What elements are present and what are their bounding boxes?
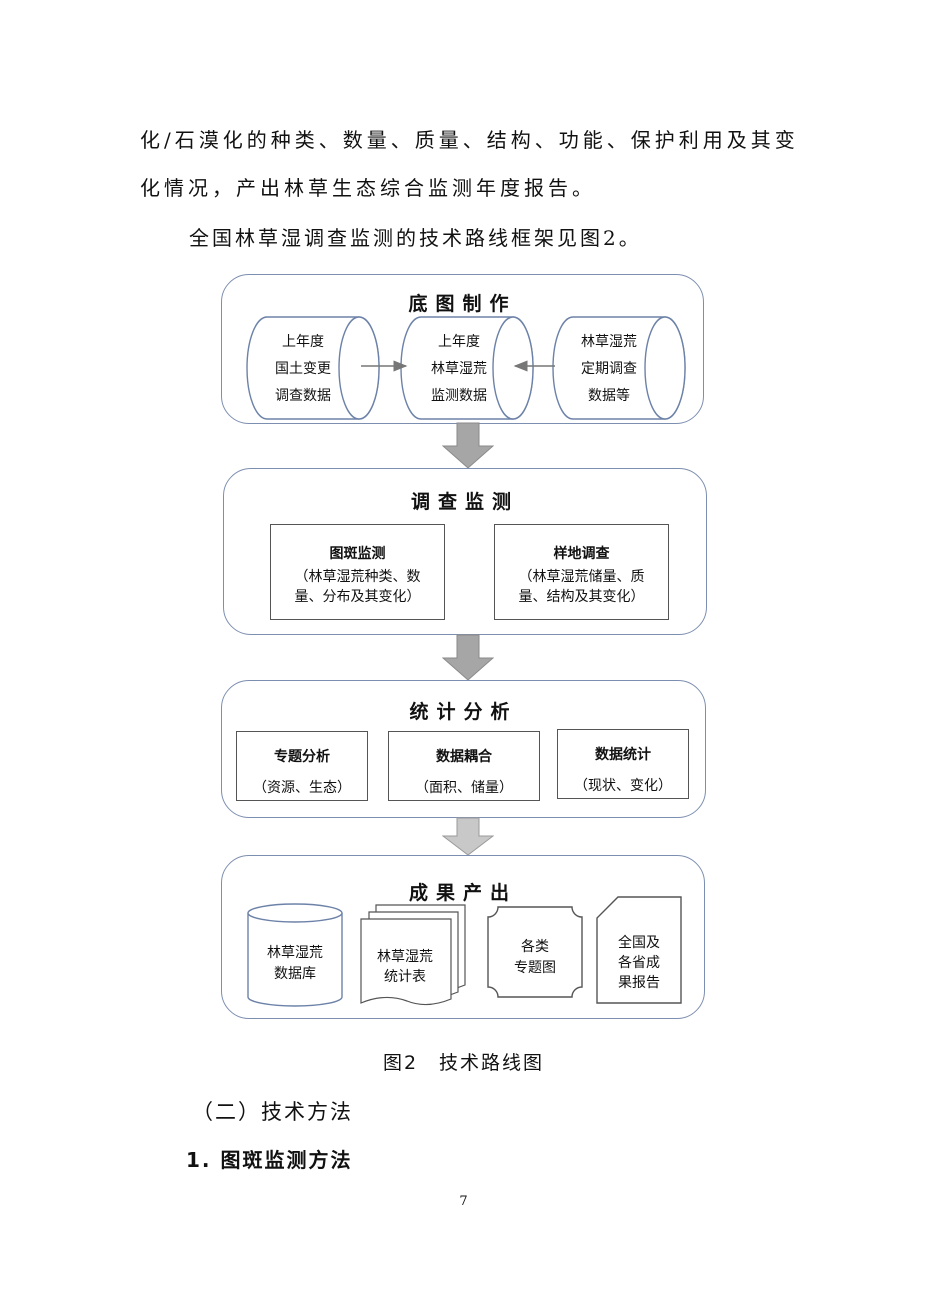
cyl1-line2: 国土变更 xyxy=(275,361,331,377)
cyl1-line1: 上年度 xyxy=(282,334,324,350)
paragraph-figure-reference: 全国林草湿调查监测的技术路线框架见图2。 xyxy=(189,226,642,250)
box-data-coupling: 数据耦合 （面积、储量） xyxy=(388,731,540,801)
box-data-coupling-title: 数据耦合 xyxy=(436,749,492,765)
box-data-statistics: 数据统计 （现状、变化） xyxy=(557,729,689,799)
output-report-line1: 全国及 xyxy=(618,934,660,951)
paragraph-line-1: 化/石漠化的种类、数量、质量、结构、功能、保护利用及其变 xyxy=(140,128,799,152)
down-arrow-icon-2 xyxy=(442,634,494,681)
stage-survey-monitoring: 调查监测 图斑监测 （林草湿荒种类、数 量、分布及其变化） 样地调查 （林草湿荒… xyxy=(223,468,707,635)
stage-statistical-analysis-title: 统计分析 xyxy=(409,701,518,723)
output-report-line2: 各省成 xyxy=(618,955,660,971)
cyl2-line1: 上年度 xyxy=(438,334,480,350)
cyl3-line1: 林草湿荒 xyxy=(581,334,637,350)
database-icon: 林草湿荒 数据库 xyxy=(247,903,343,1007)
box-data-statistics-sub: （现状、变化） xyxy=(574,778,672,794)
box-data-statistics-title: 数据统计 xyxy=(595,747,651,763)
output-report-line3: 果报告 xyxy=(618,975,660,991)
box-patch-monitoring: 图斑监测 （林草湿荒种类、数 量、分布及其变化） xyxy=(270,524,445,620)
cyl1-line3: 调查数据 xyxy=(275,388,331,404)
box-patch-monitoring-line1: （林草湿荒种类、数 xyxy=(294,569,421,585)
cylinder-land-survey-data: 上年度 国土变更 调查数据 xyxy=(246,316,380,420)
statistics-table-icon: 林草湿荒 统计表 xyxy=(360,904,466,1006)
down-arrow-icon-3 xyxy=(442,817,494,856)
section-heading: （二）技术方法 xyxy=(192,1100,353,1124)
paragraph-line-2: 化情况，产出林草生态综合监测年度报告。 xyxy=(140,176,596,200)
box-patch-monitoring-line2: 量、分布及其变化） xyxy=(294,589,421,605)
box-plot-survey: 样地调查 （林草湿荒储量、质 量、结构及其变化） xyxy=(494,524,669,620)
box-patch-monitoring-title: 图斑监测 xyxy=(329,546,386,562)
stage-base-map-cylinders: 上年度 国土变更 调查数据 上年度 林草湿荒 监测数据 林草湿荒 定期调查 数据… xyxy=(246,316,686,420)
stage-survey-monitoring-title: 调查监测 xyxy=(410,491,519,513)
output-statistics-line2: 统计表 xyxy=(384,969,426,985)
cyl2-line2: 林草湿荒 xyxy=(431,361,487,377)
report-icon: 全国及 各省成 果报告 xyxy=(596,896,682,1004)
cylinder-periodic-survey-data: 林草湿荒 定期调查 数据等 xyxy=(552,316,686,420)
box-plot-survey-line2: 量、结构及其变化） xyxy=(518,589,645,605)
box-thematic-analysis-title: 专题分析 xyxy=(274,749,330,765)
stage-statistical-analysis: 统计分析 专题分析 （资源、生态） 数据耦合 （面积、储量） 数据统计 （现状、… xyxy=(221,680,706,818)
cyl3-line2: 定期调查 xyxy=(581,361,637,377)
cyl3-line3: 数据等 xyxy=(588,387,630,404)
stage-outputs-title: 成果产出 xyxy=(408,882,517,904)
box-data-coupling-sub: （面积、储量） xyxy=(415,780,513,796)
output-statistics-line1: 林草湿荒 xyxy=(377,949,433,965)
output-map-line2: 专题图 xyxy=(514,960,556,976)
stage-outputs-items: 林草湿荒 数据库 林草湿荒 统计表 各类 专题图 全国及 各省成 果报告 xyxy=(247,896,682,1007)
box-plot-survey-line1: （林草湿荒储量、质 xyxy=(518,569,645,585)
box-thematic-analysis: 专题分析 （资源、生态） xyxy=(236,731,368,801)
down-arrow-icon-1 xyxy=(442,422,494,469)
thematic-map-icon: 各类 专题图 xyxy=(487,906,583,998)
box-thematic-analysis-sub: （资源、生态） xyxy=(253,780,351,796)
box-plot-survey-title: 样地调查 xyxy=(553,546,610,562)
output-map-line1: 各类 xyxy=(521,939,549,955)
output-database-line2: 数据库 xyxy=(274,966,316,982)
figure-caption: 图2 技术路线图 xyxy=(382,1052,545,1074)
stage-base-map-title: 底图制作 xyxy=(408,293,517,315)
subsection-heading: 1. 图斑监测方法 xyxy=(186,1148,353,1172)
page-number: 7 xyxy=(459,1194,468,1209)
output-database-line1: 林草湿荒 xyxy=(267,945,323,961)
cyl2-line3: 监测数据 xyxy=(431,388,487,404)
cylinder-forest-monitoring-data: 上年度 林草湿荒 监测数据 xyxy=(400,316,534,420)
